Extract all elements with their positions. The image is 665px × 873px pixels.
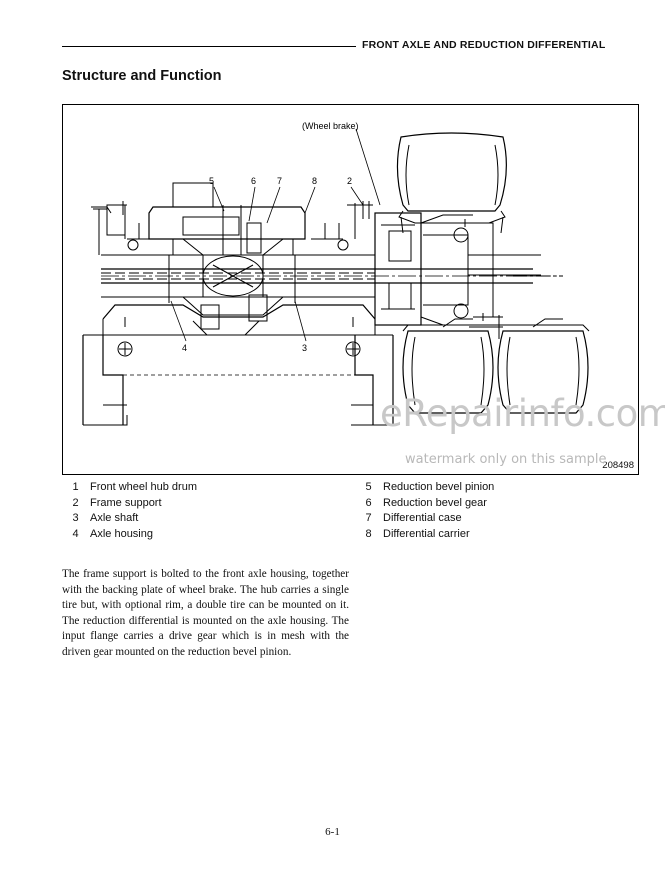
- legend-number: 8: [365, 527, 372, 540]
- legend-number: 3: [72, 512, 79, 524]
- legend-right: 5 Reduction bevel pinion 6 Reduction bev…: [355, 480, 494, 542]
- callout-8: 8: [312, 176, 317, 186]
- legend-item: 3 Axle shaft: [62, 511, 197, 527]
- legend-label: Reduction bevel pinion: [383, 481, 495, 493]
- legend-number: 5: [365, 481, 372, 493]
- callout-4: 4: [182, 343, 187, 353]
- legend-left: 1 Front wheel hub drum 2 Frame support 3…: [62, 480, 197, 542]
- legend-label: Front wheel hub drum: [90, 481, 197, 493]
- callout-2: 2: [347, 176, 352, 186]
- axle-cross-section-drawing: (Wheel brake) 5 6 7 8 2 4 3: [82, 121, 590, 426]
- legend-item: 8 Differential carrier: [355, 527, 494, 543]
- legend-item: 4 Axle housing: [62, 527, 197, 543]
- legend-item: 6 Reduction bevel gear: [355, 496, 494, 512]
- body-paragraph: The frame support is bolted to the front…: [62, 568, 349, 658]
- callout-7: 7: [277, 176, 282, 186]
- legend-number: 6: [365, 496, 372, 509]
- legend-item: 5 Reduction bevel pinion: [355, 480, 494, 496]
- section-title: Structure and Function: [62, 68, 222, 84]
- callout-3: 3: [302, 343, 307, 353]
- header-rule: [62, 46, 356, 47]
- axle-diagram-figure: (Wheel brake) 5 6 7 8 2 4 3 208498: [62, 104, 639, 475]
- legend-item: 7 Differential case: [355, 511, 494, 527]
- callout-5: 5: [209, 176, 214, 186]
- legend-label: Frame support: [90, 496, 162, 509]
- legend-item: 2 Frame support: [62, 496, 197, 512]
- legend-number: 4: [72, 527, 79, 540]
- legend-label: Reduction bevel gear: [383, 496, 487, 509]
- callout-6: 6: [251, 176, 256, 186]
- running-header: FRONT AXLE AND REDUCTION DIFFERENTIAL: [362, 39, 606, 51]
- figure-number: 208498: [602, 460, 634, 471]
- watermark-note: watermark only on this sample: [405, 452, 607, 467]
- page-number: 6-1: [325, 826, 340, 838]
- watermark-site: eRepairinfo.com: [380, 392, 665, 435]
- legend-label: Axle shaft: [90, 512, 139, 524]
- legend-item: 1 Front wheel hub drum: [62, 480, 197, 496]
- legend-label: Axle housing: [90, 527, 153, 540]
- legend-number: 2: [72, 496, 79, 509]
- legend-label: Differential carrier: [383, 527, 470, 540]
- callout-wheel-brake: (Wheel brake): [302, 121, 359, 131]
- legend-label: Differential case: [383, 512, 462, 524]
- legend-number: 1: [72, 481, 79, 493]
- legend-number: 7: [365, 512, 372, 524]
